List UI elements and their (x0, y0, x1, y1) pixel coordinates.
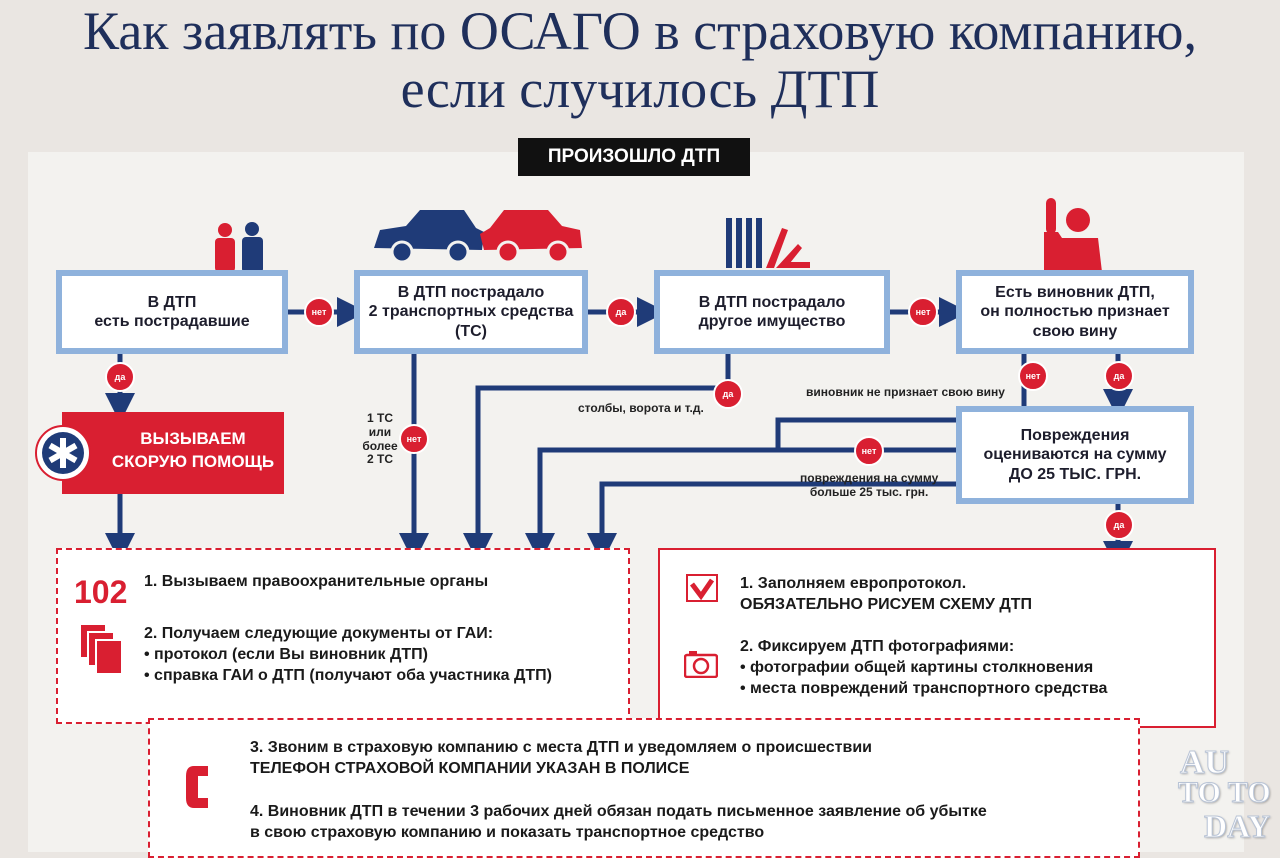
phone-icon (186, 766, 208, 808)
cars-collision-icon (374, 210, 582, 264)
culprit-box: Есть виновник ДТП, он полностью признает… (956, 270, 1194, 354)
damage-box: Повреждения оцениваются на сумму ДО 25 Т… (956, 406, 1194, 504)
two-vehicles-box: В ДТП пострадало 2 транспортных средства… (354, 270, 588, 354)
checkbox-icon (686, 574, 718, 602)
fence-icon (726, 218, 810, 268)
note-not-admit: виновник не признает свою вину (806, 385, 1005, 399)
camera-icon (684, 651, 718, 678)
other-property-box: В ДТП пострадало другое имущество (654, 270, 890, 354)
page-title: Как заявлять по ОСАГО в страховую компан… (83, 1, 1197, 61)
answer-no-1: нет (304, 297, 334, 327)
answer-no-2: нет (908, 297, 938, 327)
injured-box: В ДТП есть пострадавшие (56, 270, 288, 354)
answer-no-3: нет (399, 424, 429, 454)
raised-hand-icon (1044, 198, 1102, 272)
police-procedure-box (56, 548, 630, 724)
insurance-step-3: 3. Звоним в страховую компанию с места Д… (250, 739, 872, 777)
note-posts: столбы, ворота и т.д. (578, 401, 704, 415)
ambulance-box: ВЫЗЫВАЕМ СКОРУЮ ПОМОЩЬ (35, 412, 284, 494)
ambulance-label: ВЫЗЫВАЕМ СКОРУЮ ПОМОЩЬ (111, 429, 275, 471)
answer-no-4: нет (1018, 361, 1048, 391)
police-step-1: 1. Вызываем правоохранительные органы (144, 573, 489, 590)
police-number: 102 (74, 574, 128, 610)
europrotocol-step-2: 2. Фиксируем ДТП фотографиями: • фотогра… (740, 638, 1108, 697)
page-subtitle: если случилось ДТП (400, 59, 880, 119)
note-over-limit: повреждения на сумму больше 25 тыс. грн. (800, 471, 939, 499)
note-vehicles-count: 1 ТС или более 2 ТС (362, 411, 398, 467)
insurance-box (148, 718, 1140, 858)
answer-no-5: нет (854, 436, 884, 466)
answer-yes-1: да (606, 297, 636, 327)
answer-yes-5: да (1104, 510, 1134, 540)
medical-star-icon (35, 425, 91, 481)
police-step-2: 2. Получаем следующие документы от ГАИ: … (144, 625, 552, 684)
answer-yes-2: да (105, 362, 135, 392)
europrotocol-step-1: 1. Заполняем европротокол. ОБЯЗАТЕЛЬНО Р… (740, 575, 1033, 613)
start-node: ПРОИЗОШЛО ДТП (518, 138, 750, 176)
watermark-line-1: AU (1179, 744, 1230, 782)
watermark-line-3: DAY (1203, 808, 1271, 845)
insurance-step-4: 4. Виновник ДТП в течении 3 рабочих дней… (250, 803, 987, 841)
answer-yes-3: да (713, 379, 743, 409)
watermark-line-2: TO TO (1178, 776, 1272, 810)
documents-icon (80, 624, 123, 675)
answer-yes-4: да (1104, 361, 1134, 391)
